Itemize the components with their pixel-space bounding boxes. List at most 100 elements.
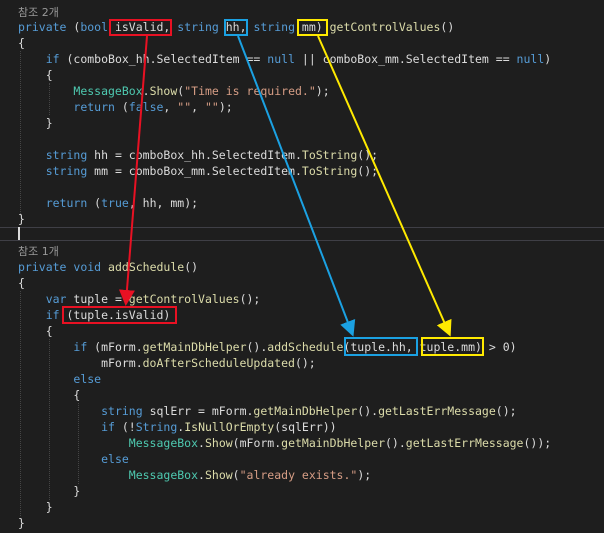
code-token: (	[114, 100, 129, 114]
code-line: {	[18, 275, 25, 291]
code-token: if	[45, 52, 60, 66]
tuple-isvalid-highlight-box	[62, 306, 177, 324]
code-token: (sqlErr))	[274, 420, 337, 434]
isvalid-highlight-box	[109, 19, 172, 36]
indent-guide	[78, 403, 79, 484]
code-token: "already exists."	[239, 468, 358, 482]
code-token: isValid,	[108, 20, 178, 34]
hh-highlight-box	[224, 19, 248, 36]
code-token: return	[45, 196, 88, 210]
code-token: ().	[246, 340, 268, 354]
code-token: Show	[204, 468, 233, 482]
code-token: IsNullOrEmpty	[184, 420, 275, 434]
code-token: .	[198, 436, 205, 450]
code-token: Show	[149, 84, 178, 98]
code-token: mm)	[295, 20, 330, 34]
code-token: );	[315, 84, 330, 98]
code-token: ToString	[301, 148, 358, 162]
indent-guide	[20, 51, 21, 214]
code-line: if (!String.IsNullOrEmpty(sqlErr))	[18, 419, 337, 435]
code-token: ().	[385, 436, 406, 450]
code-token: )	[544, 52, 552, 66]
tuple-hh-highlight-box	[344, 337, 418, 356]
code-token: ()	[440, 20, 455, 34]
code-token: tuple =	[66, 292, 129, 306]
code-token: getMainDbHelper	[281, 436, 385, 450]
code-line: else	[18, 451, 129, 467]
code-token: ();	[495, 404, 517, 418]
code-token: if	[73, 340, 88, 354]
code-token: || comboBox_mm.SelectedItem ==	[294, 52, 517, 66]
method-separator	[0, 227, 604, 228]
code-line: }	[18, 515, 25, 531]
code-token: else	[73, 372, 102, 386]
code-token: {	[18, 68, 53, 82]
code-token: (tuple.hh, tuple.mm) > 0)	[343, 340, 517, 354]
code-token: getLastErrMessage	[378, 404, 496, 418]
code-line: if (comboBox_hh.SelectedItem == null || …	[18, 51, 551, 67]
code-line: }	[18, 115, 53, 131]
codelens-reference-count[interactable]: 참조 2개	[18, 4, 59, 20]
code-token: ();	[357, 164, 379, 178]
code-token: String	[135, 420, 178, 434]
code-token: , hh, mm);	[128, 196, 199, 210]
code-line: private (bool isValid, string hh, string…	[18, 19, 454, 35]
code-token: string	[45, 164, 88, 178]
code-token: getLastErrMessage	[405, 436, 524, 450]
blue-arrow	[237, 35, 356, 337]
code-line: else	[18, 371, 101, 387]
code-line: string sqlErr = mForm.getMainDbHelper().…	[18, 403, 517, 419]
red-arrow	[118, 35, 148, 306]
code-token: ""	[205, 100, 219, 114]
yellow-arrow	[317, 35, 452, 337]
code-token: doAfterScheduleUpdated	[142, 356, 295, 370]
code-token: sqlErr = mForm.	[142, 404, 254, 418]
code-line: return (false, "", "");	[18, 99, 233, 115]
code-token: private	[18, 20, 67, 34]
tuple-mm-highlight-box	[421, 337, 484, 356]
indent-guide	[49, 339, 50, 500]
code-token: if	[45, 308, 60, 322]
code-token: ToString	[301, 164, 358, 178]
code-token: ();	[294, 356, 316, 370]
code-token: null	[516, 52, 545, 66]
code-token: ,	[163, 100, 178, 114]
code-line: var tuple = getControlValues();	[18, 291, 261, 307]
code-line: string mm = comboBox_mm.SelectedItem.ToS…	[18, 163, 378, 179]
code-token: MessageBox	[73, 84, 143, 98]
code-line: MessageBox.Show("already exists.");	[18, 467, 371, 483]
code-token: string	[45, 148, 88, 162]
code-token: (mForm.	[232, 436, 282, 450]
code-line: MessageBox.Show("Time is required.");	[18, 83, 330, 99]
code-line: mForm.doAfterScheduleUpdated();	[18, 355, 316, 371]
code-token: }	[18, 500, 53, 514]
code-token: null	[267, 52, 295, 66]
code-line: return (true, hh, mm);	[18, 195, 198, 211]
code-token: mm = comboBox_mm.SelectedItem.	[87, 164, 302, 178]
code-line: MessageBox.Show(mForm.getMainDbHelper().…	[18, 435, 551, 451]
code-token: {	[18, 324, 53, 338]
code-token: private	[18, 260, 67, 274]
code-token: getControlValues	[128, 292, 240, 306]
code-token: (mForm.	[87, 340, 143, 354]
code-token: string	[177, 20, 219, 34]
code-token: 참조 1개	[18, 245, 59, 258]
code-token: (	[177, 84, 185, 98]
code-line: {	[18, 323, 53, 339]
code-token: MessageBox	[128, 436, 199, 450]
code-token: (	[66, 20, 81, 34]
code-token: }	[18, 116, 53, 130]
code-token: if	[101, 420, 115, 434]
code-token: {	[18, 276, 25, 290]
code-line: private void addSchedule()	[18, 259, 198, 275]
code-token: (tuple.isValid)	[59, 308, 171, 322]
code-token: }	[18, 484, 81, 498]
code-token: );	[218, 100, 233, 114]
code-token: hh,	[218, 20, 254, 34]
codelens-reference-count[interactable]: 참조 1개	[18, 243, 59, 259]
code-token: {	[18, 388, 81, 402]
code-token: {	[18, 36, 25, 50]
code-line: }	[18, 483, 80, 499]
